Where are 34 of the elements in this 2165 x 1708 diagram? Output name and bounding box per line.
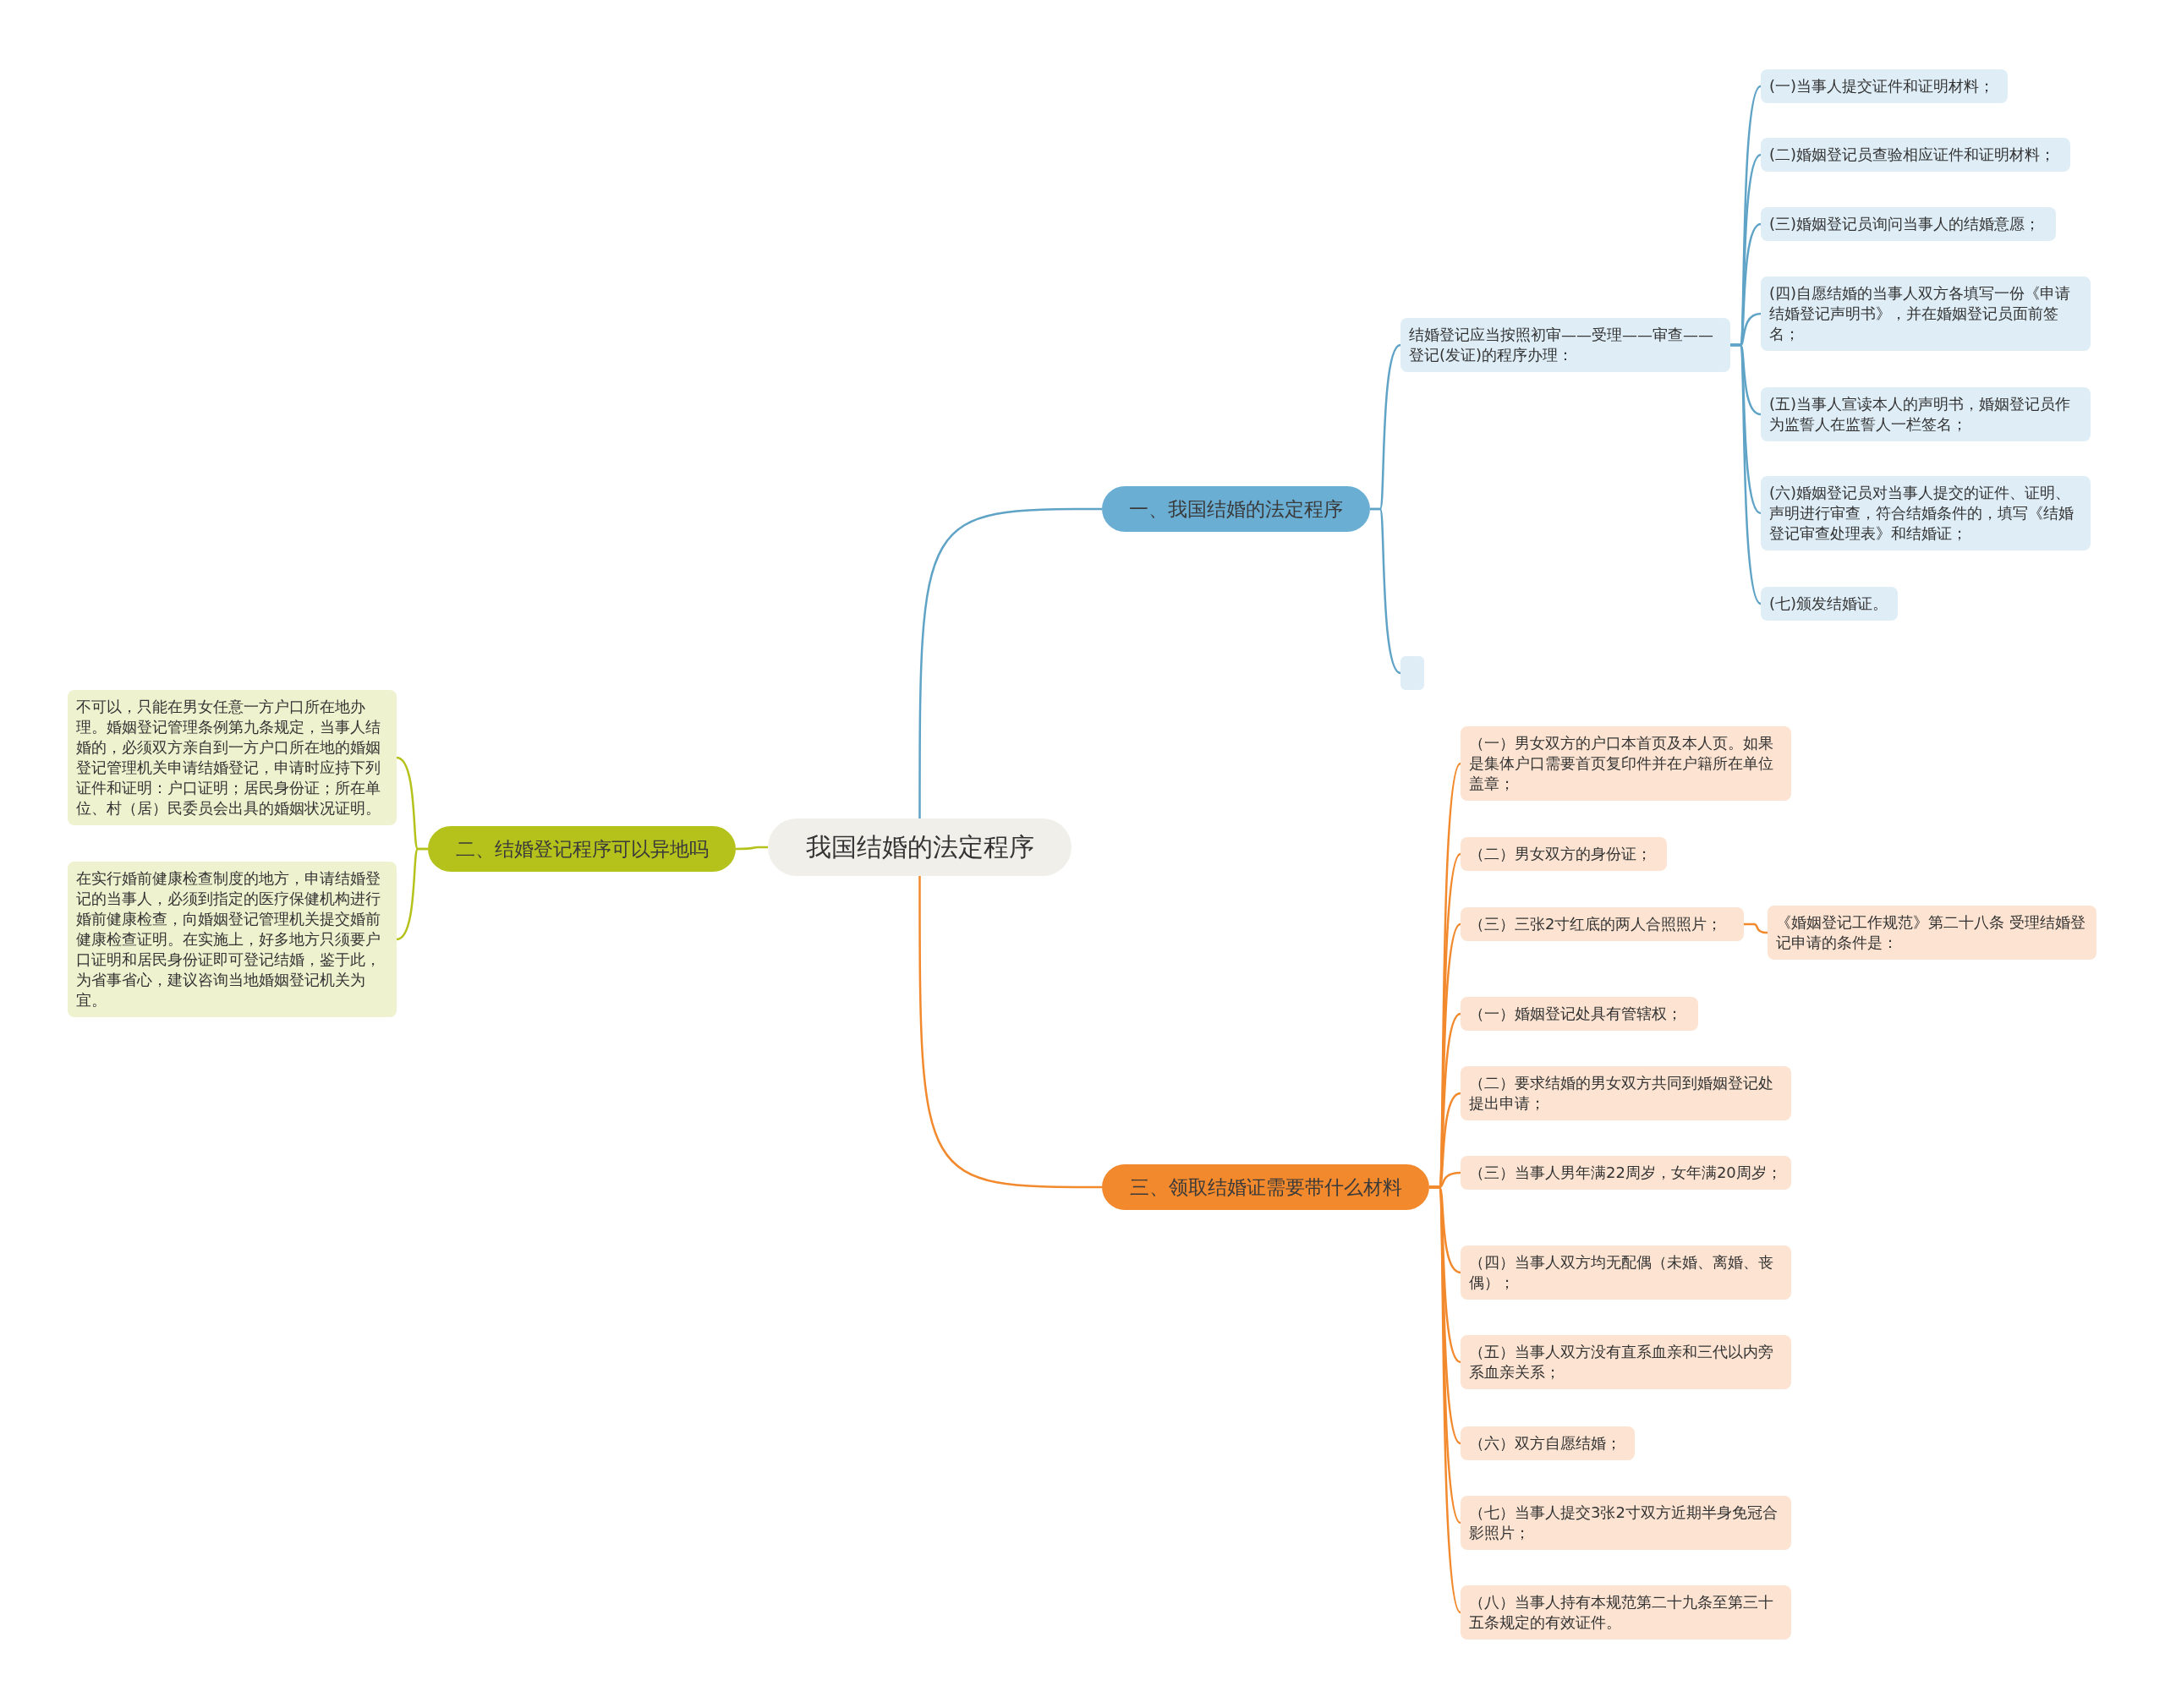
connector-line bbox=[1730, 343, 1762, 605]
topic-box: （二）要求结婚的男女双方共同到婚姻登记处提出申请； bbox=[1461, 1066, 1791, 1120]
topic-box: （二）男女双方的身份证； bbox=[1461, 837, 1667, 871]
topic-box: (六)婚姻登记员对当事人提交的证件、证明、声明进行审查，符合结婚条件的，填写《结婚登记审查处理表》和结婚证； bbox=[1761, 476, 2091, 550]
topic-box: （五）当事人双方没有直系血亲和三代以内旁系血亲关系； bbox=[1461, 1335, 1791, 1389]
connector-line bbox=[918, 876, 1102, 1189]
topic-box: （一）男女双方的户口本首页及本人页。如果是集体户口需要首页复印件并在户籍所在单位盖章； bbox=[1461, 726, 1791, 801]
connector-line bbox=[396, 847, 428, 941]
topic-box: (一)当事人提交证件和证明材料； bbox=[1761, 69, 2008, 103]
topic-box: （八）当事人持有本规范第二十九条至第三十五条规定的有效证件。 bbox=[1461, 1585, 1791, 1640]
topic-box: (二)婚姻登记员查验相应证件和证明材料； bbox=[1761, 138, 2070, 172]
topic-box: （三）当事人男年满22周岁，女年满20周岁； bbox=[1461, 1156, 1791, 1190]
empty-box bbox=[1400, 656, 1424, 690]
topic-box: （四）当事人双方均无配偶（未婚、离婚、丧偶）； bbox=[1461, 1245, 1791, 1300]
connector-line bbox=[918, 507, 1102, 818]
central-topic: 我国结婚的法定程序 bbox=[768, 818, 1072, 876]
branch-topic: 三、领取结婚证需要带什么材料 bbox=[1102, 1164, 1429, 1210]
topic-box: (七)颁发结婚证。 bbox=[1761, 587, 1898, 621]
connector-line bbox=[1370, 507, 1401, 675]
topic-box: (四)自愿结婚的当事人双方各填写一份《申请结婚登记声明书》，并在婚姻登记员面前签名； bbox=[1761, 276, 2091, 351]
topic-box: （七）当事人提交3张2寸双方近期半身免冠合影照片； bbox=[1461, 1496, 1791, 1550]
topic-box: 在实行婚前健康检查制度的地方，申请结婚登记的当事人，必须到指定的医疗保健机构进行婚前健康检查，向婚姻登记管理机关提交婚前健康检查证明。在实施上，好多地方只须要户口证明和居民身份证即可登记结婚，鉴于此，为省事省心，建议咨询当地婚姻登记机关为宜。 bbox=[68, 862, 397, 1017]
topic-box: 结婚登记应当按照初审——受理——审查——登记(发证)的程序办理： bbox=[1400, 318, 1730, 372]
topic-box: 《婚姻登记工作规范》第二十八条 受理结婚登记申请的条件是： bbox=[1768, 906, 2096, 960]
connector-line bbox=[1744, 922, 1768, 934]
branch-topic: 二、结婚登记程序可以异地吗 bbox=[428, 826, 736, 872]
connector-line bbox=[736, 846, 768, 851]
topic-box: (五)当事人宣读本人的声明书，婚姻登记员作为监誓人在监誓人一栏签名； bbox=[1761, 387, 2091, 441]
branch-topic: 一、我国结婚的法定程序 bbox=[1102, 486, 1370, 532]
topic-box: （三）三张2寸红底的两人合照照片； bbox=[1461, 907, 1744, 941]
topic-box: (三)婚姻登记员询问当事人的结婚意愿； bbox=[1761, 207, 2056, 241]
topic-box: （一）婚姻登记处具有管辖权； bbox=[1461, 997, 1698, 1031]
topic-box: （六）双方自愿结婚； bbox=[1461, 1426, 1635, 1460]
topic-box: 不可以，只能在男女任意一方户口所在地办理。婚姻登记管理条例第九条规定，当事人结婚的，必须双方亲自到一方户口所在地的婚姻登记管理机关申请结婚登记，申请时应持下列证件和证明：户口证明；居民身份证；所在单位、村（居）民委员会出具的婚姻状况证明。 bbox=[68, 690, 397, 825]
